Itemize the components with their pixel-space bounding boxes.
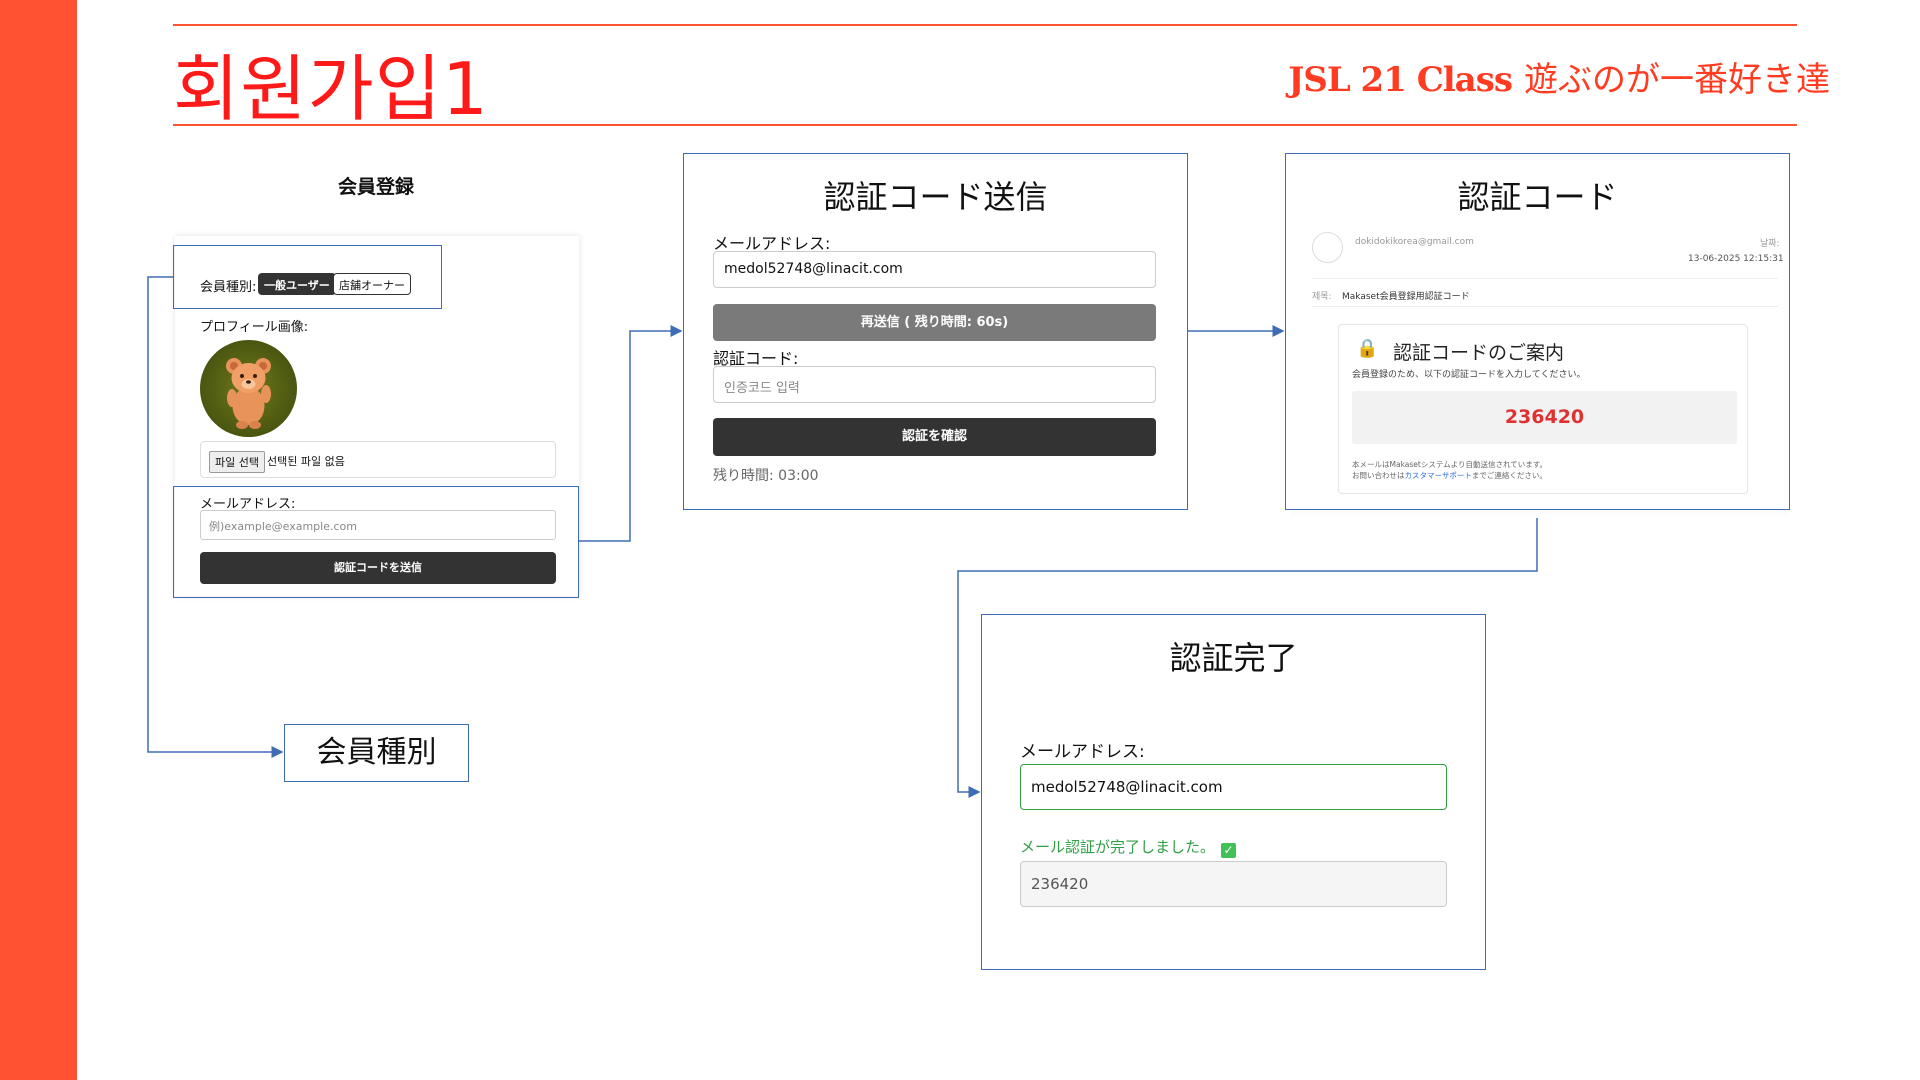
- divider: [1312, 278, 1778, 279]
- brand-name: JSL 21 Class: [1288, 60, 1513, 100]
- signup-email-input[interactable]: 例)example@example.com: [200, 510, 556, 540]
- member-type-general-button[interactable]: 一般ユーザー: [258, 273, 336, 295]
- signup-email-label: メールアドレス:: [200, 497, 296, 512]
- code-send-title: 認証コード送信: [823, 178, 1048, 216]
- confirm-code-button[interactable]: 認証を確認: [713, 418, 1156, 456]
- code-box: [1352, 391, 1737, 444]
- header-rule: [173, 124, 1797, 126]
- footer-prefix: お問い合わせは: [1352, 471, 1405, 480]
- sender-avatar: [1312, 232, 1343, 263]
- complete-email-label: メールアドレス:: [1020, 742, 1145, 762]
- page-title: 회원가입1: [173, 47, 489, 131]
- divider: [1312, 306, 1778, 307]
- file-select-button[interactable]: 파일 선택: [209, 451, 265, 473]
- member-type-callout: 会員種別: [316, 735, 437, 770]
- code-send-email-input[interactable]: medol52748@linacit.com: [713, 251, 1156, 288]
- success-text: メール認証が完了しました。: [1020, 838, 1216, 856]
- email-subject: Makaset会員登録用認証コード: [1342, 292, 1470, 302]
- code-label: 認証コード:: [713, 349, 799, 368]
- send-code-button[interactable]: 認証コードを送信: [200, 552, 556, 584]
- complete-code-input: 236420: [1020, 861, 1447, 907]
- left-accent-bar: [0, 0, 77, 1080]
- subject-label: 제목:: [1312, 292, 1332, 302]
- profile-image-label: プロフィール画像:: [200, 320, 309, 335]
- bear-icon: [226, 358, 271, 429]
- email-footer-line1: 本メールはMakasetシステムより自動送信されています。: [1352, 460, 1547, 469]
- resend-button[interactable]: 再送信 ( 残り時間: 60s): [713, 304, 1156, 341]
- top-rule: [173, 24, 1797, 26]
- email-card-description: 会員登録のため、以下の認証コードを入力してください。: [1352, 370, 1586, 380]
- code-send-email-label: メールアドレス:: [713, 234, 831, 253]
- lock-icon: 🔒: [1356, 338, 1379, 359]
- member-type-callout-frame: [284, 724, 469, 782]
- footer-suffix: までご連絡ください。: [1471, 471, 1547, 480]
- success-message: メール認証が完了しました。 ✓: [1020, 836, 1237, 858]
- brand-tagline: 遊ぶのが一番好き達: [1524, 60, 1830, 100]
- verification-code: 236420: [1504, 406, 1585, 428]
- email-card-title: 認証コードのご案内: [1393, 342, 1565, 364]
- file-status: 선택된 파일 없음: [267, 455, 345, 468]
- support-link[interactable]: カスタマーサポート: [1404, 471, 1472, 480]
- remaining-time: 残り時間: 03:00: [713, 468, 819, 484]
- profile-avatar: [200, 340, 297, 437]
- date-label: 날짜:: [1760, 239, 1780, 249]
- check-icon: ✓: [1221, 843, 1237, 858]
- brand: JSL 21 Class 遊ぶのが一番好き達: [1288, 52, 1830, 101]
- member-type-owner-button[interactable]: 店舗オーナー: [333, 273, 411, 295]
- complete-email-input[interactable]: medol52748@linacit.com: [1020, 764, 1447, 810]
- file-picker: 파일 선택 선택된 파일 없음: [200, 441, 556, 478]
- code-input[interactable]: 인증코드 입력: [713, 366, 1156, 403]
- email-panel-title: 認証コード: [1457, 178, 1618, 216]
- sender-address: dokidokikorea@gmail.com: [1355, 237, 1474, 247]
- email-footer-line2: お問い合わせはカスタマーサポートまでご連絡ください。: [1352, 470, 1547, 481]
- member-type-highlight: [173, 245, 442, 309]
- email-date: 13-06-2025 12:15:31: [1688, 254, 1784, 264]
- email-section-highlight: [173, 486, 579, 598]
- complete-title: 認証完了: [1169, 639, 1298, 677]
- member-type-label: 会員種別:: [200, 280, 257, 295]
- signup-heading: 会員登録: [338, 176, 415, 198]
